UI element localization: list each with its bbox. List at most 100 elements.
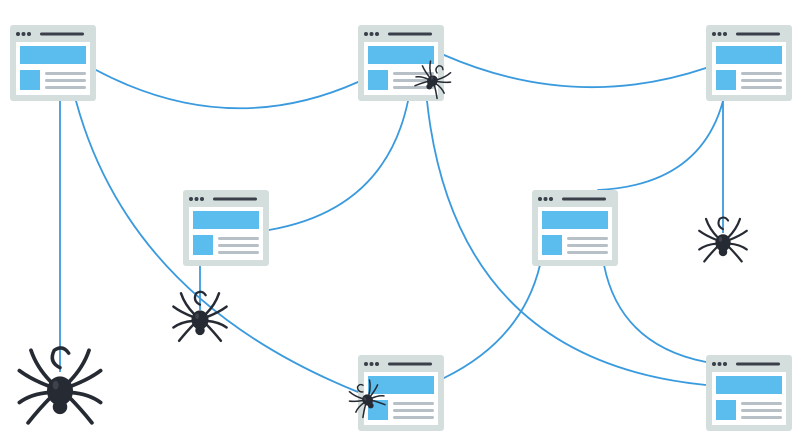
spider-icon: [414, 60, 452, 100]
spider-head: [52, 399, 68, 415]
window-dot-icon: [712, 362, 716, 366]
spider-highlight: [363, 397, 367, 401]
spider-thread-hook: [435, 65, 444, 74]
webpage-card-page-2: [358, 25, 444, 101]
spider-leg: [205, 305, 228, 319]
link-page-1-page-2: [95, 69, 359, 110]
hero-image-block: [716, 376, 782, 394]
spider-leg: [68, 390, 103, 405]
thumbnail-block: [542, 235, 562, 255]
window-dot-icon: [369, 362, 374, 366]
spider-leg: [29, 348, 54, 385]
link-page-2-page-4: [268, 100, 409, 231]
spider-leg: [179, 292, 196, 316]
spider-head: [367, 402, 374, 409]
spider-leg: [434, 82, 445, 94]
window-dot-icon: [375, 32, 379, 36]
spider-leg: [368, 379, 371, 397]
spider-icon: [348, 379, 386, 419]
spider-leg: [26, 394, 54, 425]
text-line: [567, 251, 608, 254]
spider-leg: [172, 319, 195, 329]
spider-icon: [17, 346, 103, 425]
spider-highlight: [195, 313, 200, 319]
window-dot-icon: [549, 197, 553, 201]
spider-leg: [205, 319, 228, 329]
text-line: [393, 416, 434, 419]
spider-small-bottom: [348, 379, 386, 419]
text-line: [218, 237, 259, 240]
window-dot-icon: [543, 197, 548, 201]
spider-thread-hook: [717, 216, 730, 231]
spider-thread-hook: [50, 346, 71, 370]
spider-right-hanging: [698, 216, 748, 263]
hero-image-block: [542, 211, 608, 229]
spider-head: [195, 325, 205, 336]
spider-head: [426, 83, 433, 90]
text-line: [393, 79, 434, 82]
link-page-5-page-7: [603, 264, 707, 363]
window-dot-icon: [21, 32, 26, 36]
text-line: [567, 244, 608, 247]
webpage-card-page-3: [706, 25, 792, 101]
spider-leg: [415, 76, 430, 81]
spider-leg: [66, 348, 91, 385]
window-dot-icon: [375, 362, 379, 366]
window-dot-icon: [364, 362, 368, 366]
link-page-2-page-3: [443, 54, 707, 89]
hero-image-block: [368, 46, 434, 64]
text-line: [393, 86, 434, 89]
spider-highlight: [430, 76, 434, 80]
title-bar-line: [736, 362, 780, 366]
spider-large-hanging: [17, 346, 103, 425]
window-dot-icon: [27, 32, 31, 36]
webpage-card-page-1: [10, 25, 96, 101]
spider-leg: [703, 244, 720, 263]
hero-image-block: [716, 46, 782, 64]
spider-leg: [348, 399, 364, 403]
spider-leg: [17, 368, 52, 389]
text-line: [567, 237, 608, 240]
spider-highlight: [52, 380, 59, 390]
spider-leg: [727, 242, 748, 251]
text-line: [741, 416, 782, 419]
spider-abdomen: [46, 376, 74, 406]
spider-leg: [355, 401, 366, 413]
title-bar-line: [213, 197, 257, 201]
text-line: [218, 244, 259, 247]
hero-image-block: [368, 376, 434, 394]
spider-thread-hook: [356, 383, 364, 393]
title-bar-line: [40, 32, 84, 36]
spider-leg: [436, 71, 452, 81]
text-line: [741, 79, 782, 82]
webpage-card-page-5: [532, 190, 618, 266]
hero-image-block: [20, 46, 86, 64]
webpage-card-page-4: [183, 190, 269, 266]
spider-leg: [726, 244, 743, 263]
spider-leg: [429, 60, 432, 78]
text-line: [45, 79, 86, 82]
spider-medium-hanging: [172, 290, 228, 343]
link-page-1-page-6: [75, 100, 359, 393]
spider-highlight: [718, 236, 723, 242]
window-dot-icon: [194, 197, 199, 201]
spider-leg: [436, 80, 452, 84]
text-line: [393, 409, 434, 412]
title-bar-line: [388, 362, 432, 366]
thumbnail-block: [193, 235, 213, 255]
spider-leg: [698, 229, 719, 242]
spider-leg: [66, 394, 94, 425]
text-line: [45, 86, 86, 89]
text-line: [741, 402, 782, 405]
pages-layer: [10, 25, 792, 431]
text-line: [45, 72, 86, 75]
spider-thread-hook: [193, 290, 207, 306]
spiders-layer: [17, 60, 748, 425]
spider-leg: [172, 305, 195, 319]
spider-leg: [204, 322, 223, 343]
links-layer: [75, 54, 724, 393]
webpage-card-page-6: [358, 355, 444, 431]
window-dot-icon: [538, 197, 542, 201]
window-dot-icon: [712, 32, 716, 36]
